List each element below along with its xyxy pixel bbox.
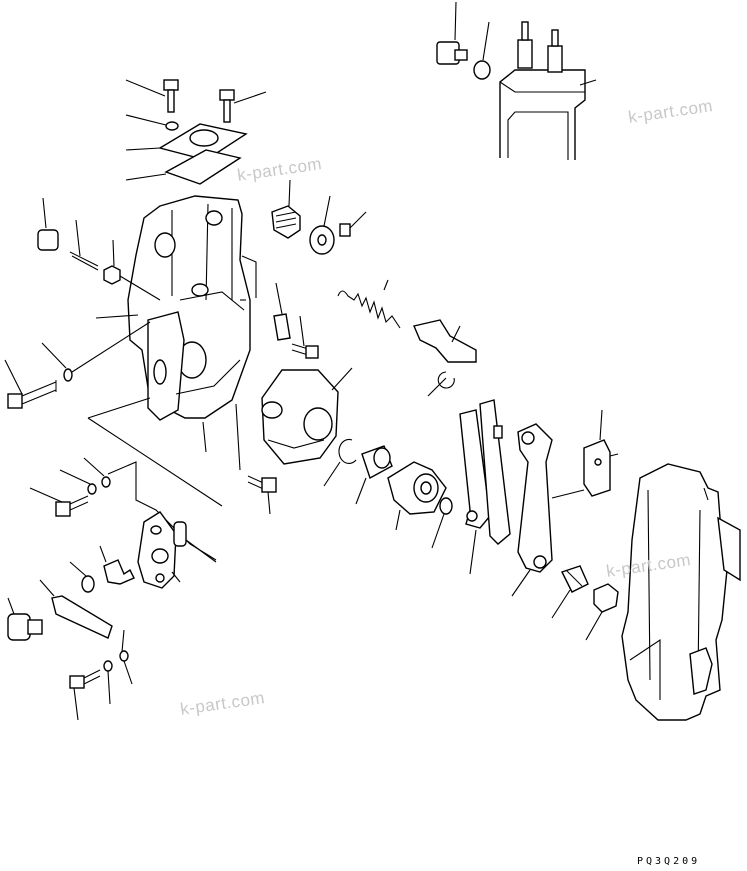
washer-bottom-a xyxy=(103,660,113,705)
nozzle-plug xyxy=(99,545,135,585)
plug-cap xyxy=(271,179,301,239)
governor-cover xyxy=(621,463,741,721)
sleeve xyxy=(355,445,393,505)
clip-plate xyxy=(273,282,291,341)
gasket-top xyxy=(473,21,491,80)
bolt-lower xyxy=(29,487,89,517)
lever-outer xyxy=(479,399,511,545)
flange-plate xyxy=(137,511,181,589)
cover-gasket xyxy=(125,149,242,185)
washer-nozzle xyxy=(69,561,95,593)
cover-plate xyxy=(125,123,248,161)
lock-nut xyxy=(585,583,619,641)
washer-cover xyxy=(125,114,179,131)
governor-housing xyxy=(95,195,251,453)
connector-block xyxy=(551,409,619,499)
bolt-cover-right xyxy=(219,89,267,123)
round-cap xyxy=(309,195,335,255)
drawing-code: PQ3Q209 xyxy=(637,856,701,867)
o-ring xyxy=(173,521,217,563)
screw-small xyxy=(339,211,367,237)
washer-bearing xyxy=(431,497,453,549)
plug-bottom xyxy=(7,597,43,641)
bolt-under-housing xyxy=(235,403,277,515)
adjusting-screw xyxy=(551,565,589,619)
stud-left xyxy=(69,219,99,271)
bolt-left xyxy=(4,359,57,409)
flyweight-assembly xyxy=(261,367,353,465)
bolt-center xyxy=(291,315,319,359)
lever-inner xyxy=(459,409,491,575)
bearing xyxy=(387,461,447,531)
injection-pump-corner xyxy=(499,21,597,160)
nut-left xyxy=(103,239,161,301)
plug-left xyxy=(37,197,59,251)
governor-spring xyxy=(337,279,401,329)
lever-bracket xyxy=(413,319,477,363)
washer-lower-b xyxy=(83,457,111,488)
bolt-bottom xyxy=(69,669,101,721)
snap-ring-small xyxy=(427,371,455,397)
washer-lower-a xyxy=(59,469,97,495)
link-arm xyxy=(511,423,553,597)
plug-bolt-top xyxy=(436,1,468,65)
washer-left xyxy=(41,321,151,382)
gasket-plate xyxy=(39,579,113,639)
washer-bottom-b xyxy=(119,650,133,685)
bolt-cover-left xyxy=(125,79,179,113)
snap-ring xyxy=(323,438,357,487)
